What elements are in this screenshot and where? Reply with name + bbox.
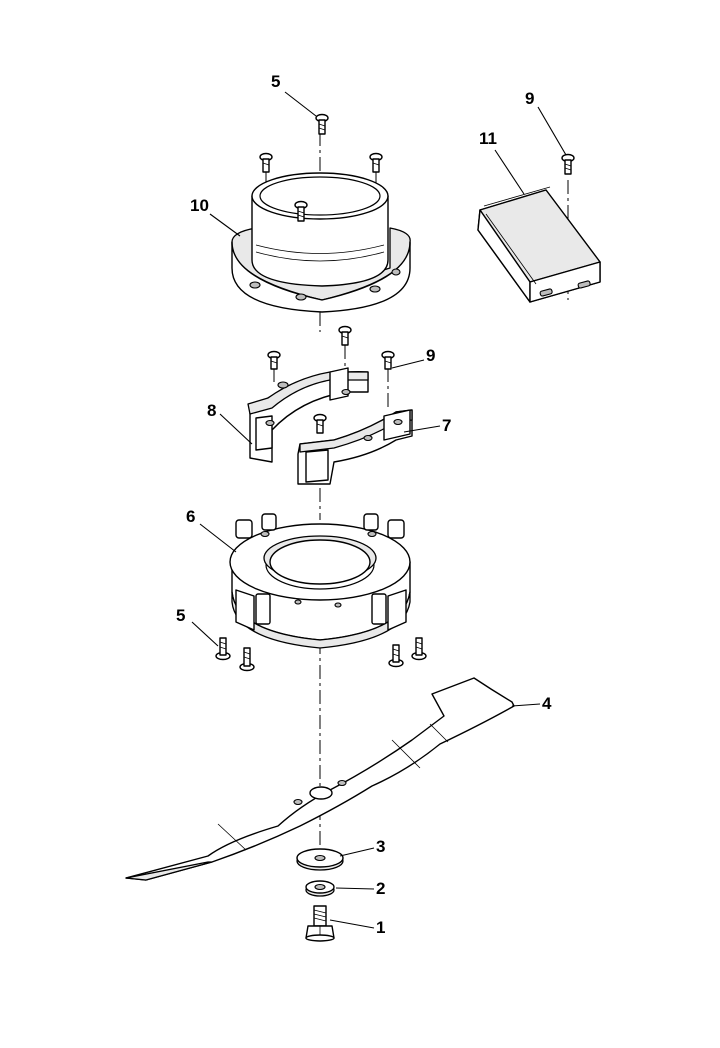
part-11-electronic-module [477, 186, 601, 303]
callout-2: 2 [376, 879, 386, 898]
screw-9-b [267, 350, 281, 370]
callout-4: 4 [542, 694, 552, 713]
callout-5-top: 5 [271, 72, 281, 91]
screw-5-e [215, 637, 231, 661]
callout-5-bottom: 5 [176, 606, 186, 625]
part-5-screws-bottom [215, 637, 427, 672]
callout-6: 6 [186, 507, 196, 526]
screw-9-c [381, 350, 395, 370]
part-9-screw-module [561, 153, 575, 175]
callout-9-mid: 9 [426, 346, 436, 365]
screw-5-c [369, 152, 383, 173]
part-1-bolt [305, 905, 335, 942]
callout-8: 8 [207, 401, 217, 420]
screw-5-h [411, 637, 427, 661]
callout-3: 3 [376, 837, 386, 856]
part-5-screws-top [259, 113, 383, 222]
part-9-screws-clamp [267, 325, 395, 434]
screw-5-d [294, 200, 308, 222]
part-4-blade [125, 677, 515, 881]
leader-lines [191, 91, 567, 929]
callout-10: 10 [190, 196, 209, 215]
callout-1: 1 [376, 918, 386, 937]
part-10-hub-housing [231, 172, 411, 313]
part-8-clamp-left [247, 367, 369, 463]
screw-9-d [313, 413, 327, 434]
screw-5-b [259, 152, 273, 173]
screw-5-a [315, 113, 329, 135]
part-3-washer [296, 848, 344, 871]
part-2-lock-washer [305, 880, 335, 897]
screw-9-a [338, 325, 352, 346]
callout-11: 11 [479, 129, 497, 148]
callout-7: 7 [442, 416, 452, 435]
screw-5-f [239, 647, 255, 672]
callout-9-top: 9 [525, 89, 535, 108]
part-6-blade-mount [229, 513, 411, 649]
screw-5-g [388, 644, 404, 668]
part-7-clamp-right [297, 409, 413, 485]
